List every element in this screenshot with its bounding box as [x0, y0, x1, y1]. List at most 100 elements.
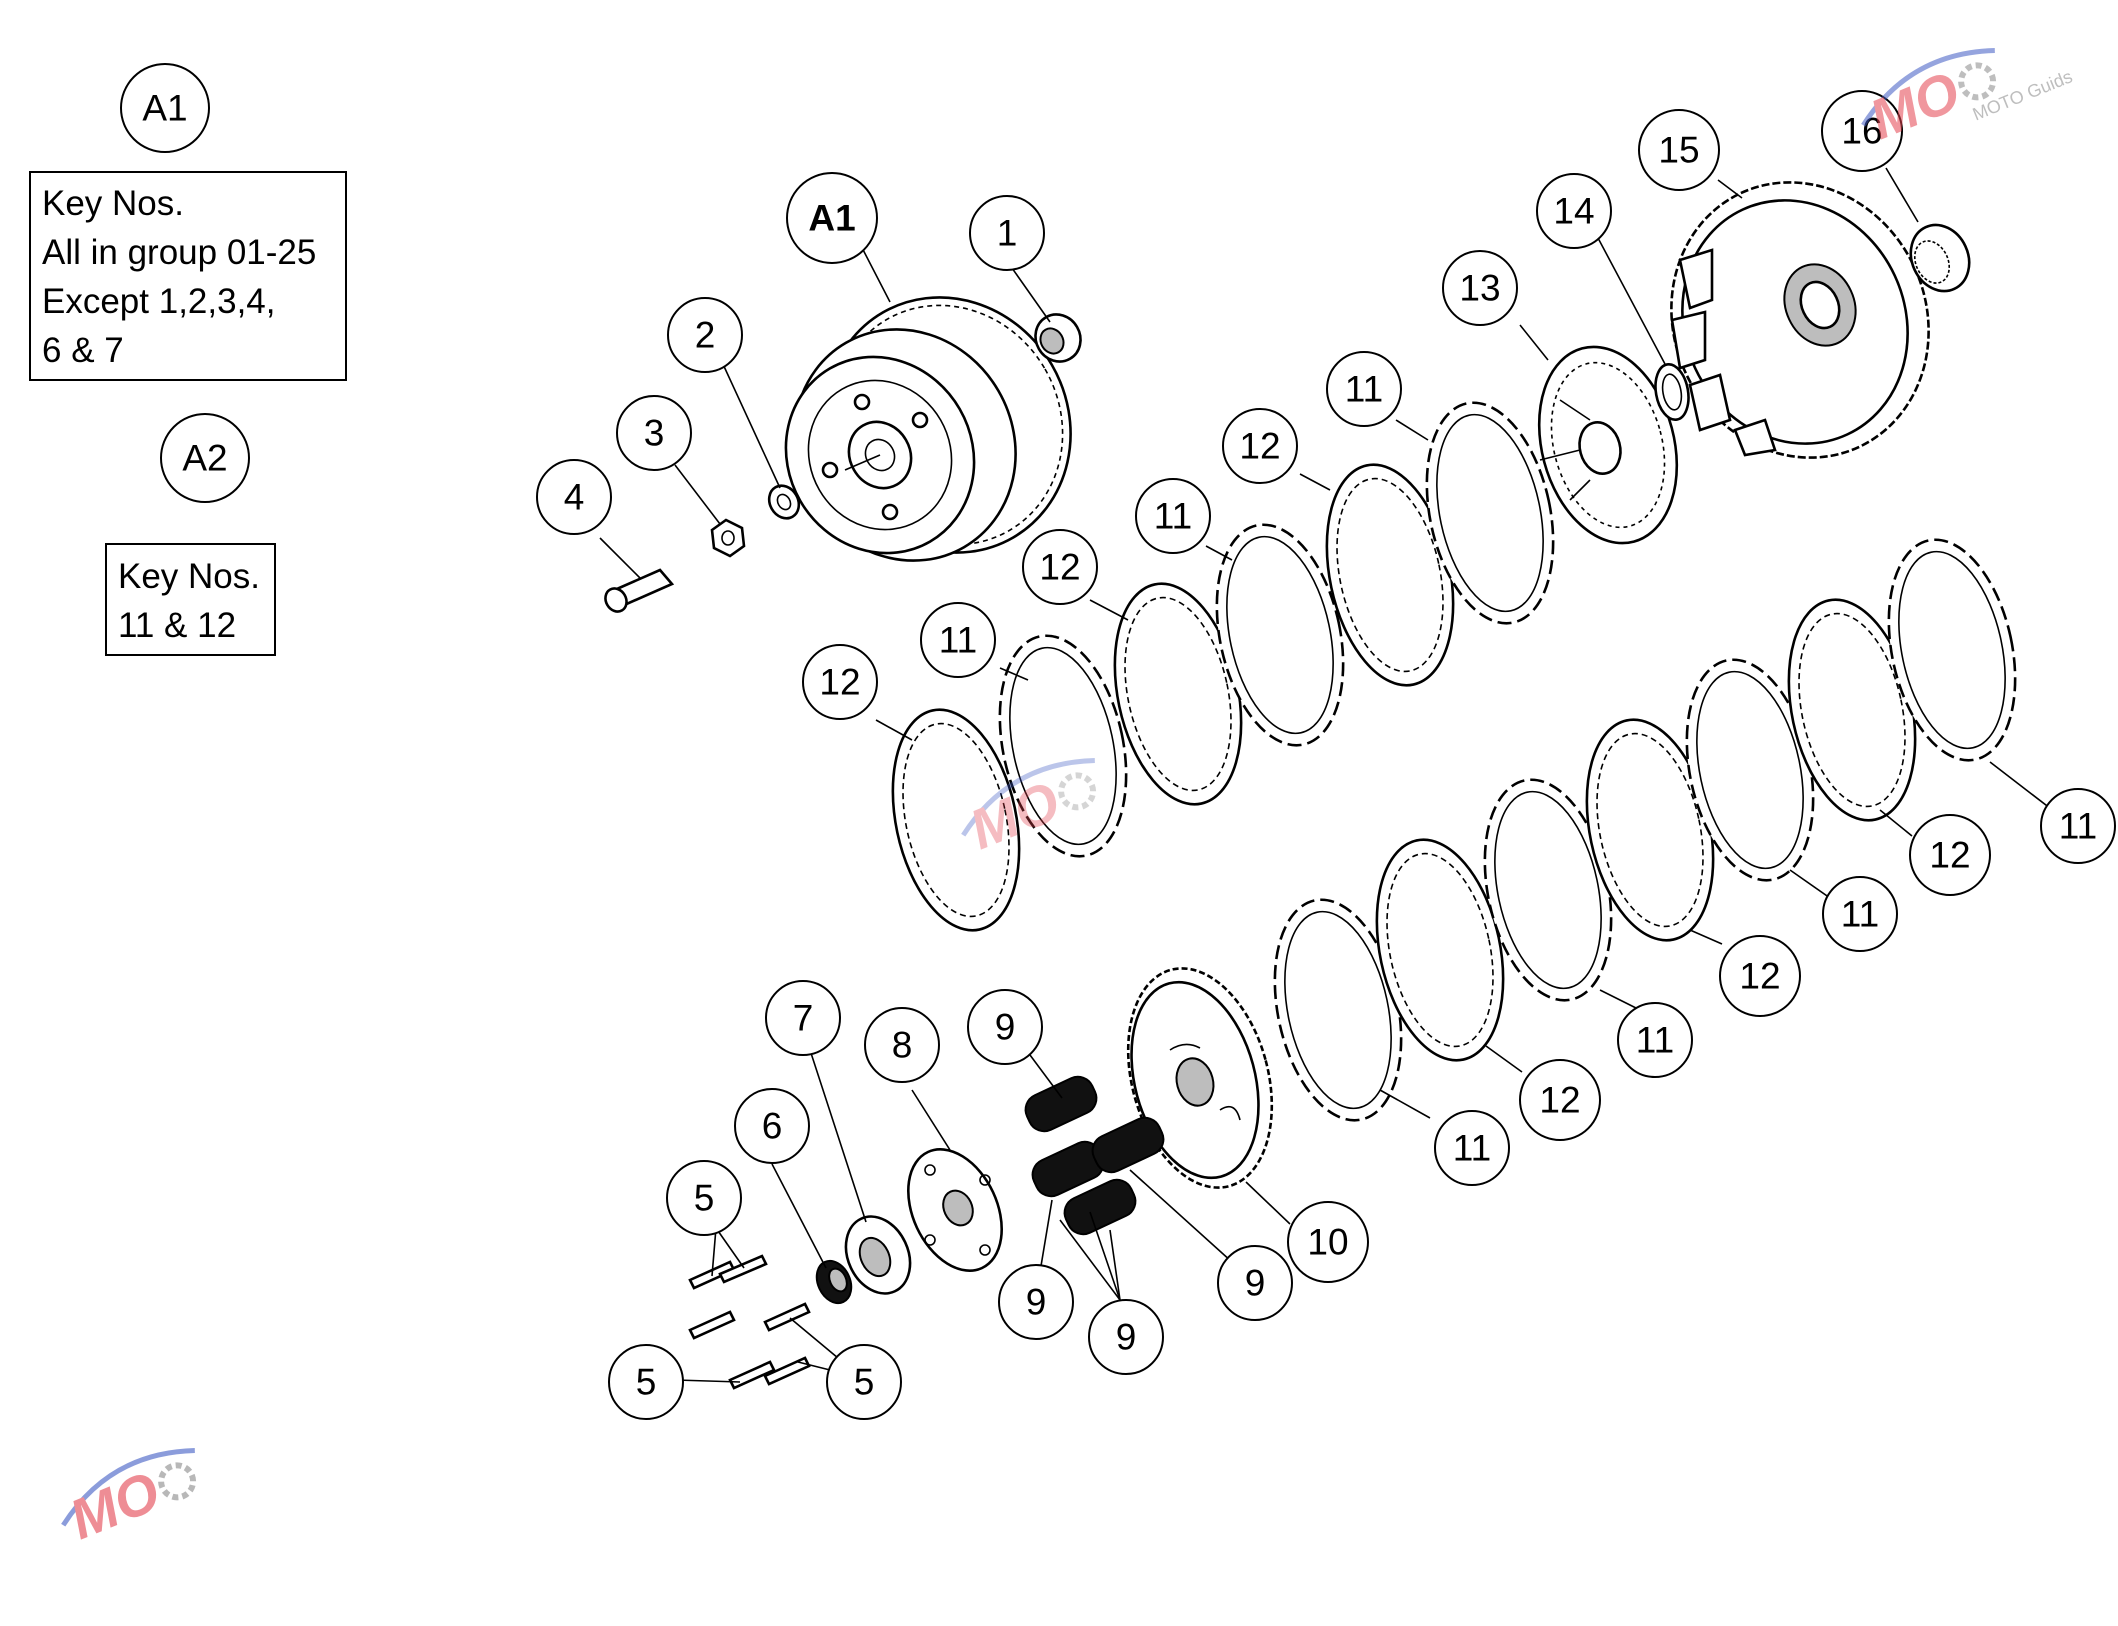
callout-5: 5 [608, 1344, 684, 1420]
callout-4: 4 [536, 459, 612, 535]
callout-2: 2 [667, 297, 743, 373]
callout-11: 11 [1135, 478, 1211, 554]
callout-13: 13 [1442, 250, 1518, 326]
svg-text:9: 9 [1245, 1263, 1266, 1304]
svg-text:1: 1 [997, 213, 1018, 254]
svg-text:12: 12 [1039, 547, 1080, 588]
svg-text:14: 14 [1553, 191, 1594, 232]
damper-rubber-icon [1024, 1075, 1165, 1236]
svg-text:2: 2 [695, 315, 716, 356]
watermark-logo: MO MOTO Guids [1861, 47, 2075, 151]
svg-text:8: 8 [892, 1025, 913, 1066]
washer-icon [767, 484, 801, 520]
svg-text:7: 7 [793, 998, 814, 1039]
svg-text:5: 5 [694, 1178, 715, 1219]
svg-text:12: 12 [1929, 835, 1970, 876]
svg-text:4: 4 [564, 477, 585, 518]
svg-text:10: 10 [1307, 1222, 1348, 1263]
assembly-a1-note-line: 6 & 7 [42, 331, 124, 370]
callout-12: 12 [1519, 1059, 1601, 1141]
callout-12: 12 [1719, 935, 1801, 1017]
callout-12: 12 [1222, 408, 1298, 484]
callout-8: 8 [864, 1007, 940, 1083]
bolt-icon [688, 1254, 811, 1390]
callout-9: 9 [967, 989, 1043, 1065]
svg-text:6: 6 [762, 1106, 783, 1147]
svg-text:11: 11 [1345, 369, 1383, 410]
assembly-a1-note-box [29, 171, 347, 381]
svg-text:12: 12 [1239, 426, 1280, 467]
callout-12: 12 [1909, 814, 1991, 896]
callout-12: 12 [802, 644, 878, 720]
bearing-icon [844, 1215, 912, 1295]
assembly-a2-note-line: 11 & 12 [118, 606, 236, 645]
svg-text:15: 15 [1658, 130, 1699, 171]
friction-plate-icon [1425, 401, 1555, 625]
callout-10: 10 [1287, 1201, 1369, 1283]
callout-16: 16 [1821, 90, 1903, 172]
svg-text:3: 3 [644, 413, 665, 454]
callout-11: 11 [1434, 1110, 1510, 1186]
callout-11: 11 [920, 602, 996, 678]
svg-text:5: 5 [636, 1362, 657, 1403]
friction-plate-icon [998, 634, 1128, 858]
pressure-plate-icon [1537, 345, 1679, 545]
svg-text:11: 11 [1636, 1020, 1674, 1061]
washer-icon [1654, 362, 1690, 422]
svg-text:16: 16 [1841, 111, 1882, 152]
svg-text:9: 9 [1026, 1282, 1047, 1323]
assembly-a1-note-line: All in group 01-25 [42, 233, 316, 272]
callout-a1-assembly: A1 [786, 172, 878, 264]
callout-7: 7 [765, 980, 841, 1056]
steel-plate-icon [1375, 838, 1505, 1062]
assembly-a2-id: A2 [182, 438, 227, 479]
svg-text:11: 11 [2059, 806, 2097, 847]
assembly-legend-a2: A2 Key Nos. 11 & 12 [105, 413, 276, 656]
callout-11: 11 [1326, 351, 1402, 427]
bolt-icon [604, 568, 675, 613]
friction-plate-icon [1215, 523, 1345, 747]
svg-text:5: 5 [854, 1362, 875, 1403]
friction-plate-icon [1887, 538, 2017, 762]
assembly-a2-note-box [105, 543, 276, 656]
sprocket-gear-icon [1670, 181, 1930, 459]
callout-14: 14 [1536, 173, 1612, 249]
callout-1: 1 [969, 195, 1045, 271]
callout-11: 11 [2040, 788, 2116, 864]
assembly-a1-note-line: Except 1,2,3,4, [42, 282, 275, 321]
callout-11: 11 [1617, 1002, 1693, 1078]
svg-text:11: 11 [1154, 496, 1192, 537]
svg-text:11: 11 [939, 620, 977, 661]
callout-9: 9 [998, 1264, 1074, 1340]
steel-plate-icon [1585, 718, 1715, 942]
svg-text:9: 9 [1116, 1317, 1137, 1358]
callout-a1-label: A1 [808, 198, 855, 239]
callout-12: 12 [1022, 529, 1098, 605]
assembly-a1-note-line: Key Nos. [42, 184, 184, 223]
steel-plate-icon [891, 708, 1021, 932]
clutch-hub-icon [1126, 967, 1274, 1189]
svg-text:11: 11 [1453, 1128, 1491, 1169]
callout-15: 15 [1638, 109, 1720, 191]
callout-5: 5 [826, 1344, 902, 1420]
svg-text:13: 13 [1459, 268, 1500, 309]
svg-text:12: 12 [819, 662, 860, 703]
assembly-a1-id: A1 [142, 88, 187, 129]
svg-text:9: 9 [995, 1007, 1016, 1048]
callout-6: 6 [734, 1088, 810, 1164]
assembly-a2-note-line: Key Nos. [118, 557, 260, 596]
bearing-icon [1909, 223, 1971, 293]
svg-text:MO: MO [61, 1459, 168, 1551]
callout-5: 5 [666, 1160, 742, 1236]
washer-icon [815, 1259, 853, 1305]
assembly-legend-a1: A1 Key Nos. All in group 01-25 Except 1,… [29, 63, 347, 381]
pressure-plate-icon [907, 1148, 1003, 1272]
callout-11: 11 [1822, 876, 1898, 952]
callout-9: 9 [1088, 1299, 1164, 1375]
clutch-basket-icon [784, 296, 1072, 562]
nut-icon [710, 518, 746, 558]
callout-3: 3 [616, 395, 692, 471]
svg-text:11: 11 [1841, 894, 1879, 935]
callout-9: 9 [1217, 1245, 1293, 1321]
